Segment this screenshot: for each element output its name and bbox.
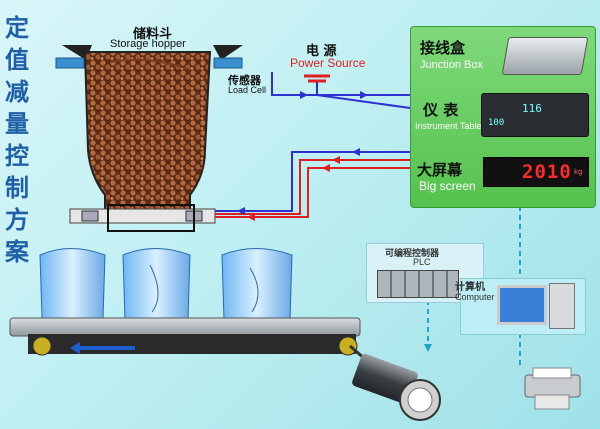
title-char: 制 bbox=[5, 173, 29, 202]
control-panel: 接线盒 Junction Box 仪 表 Instrument Table 11… bbox=[410, 26, 596, 208]
title-char: 案 bbox=[5, 237, 29, 266]
hopper-label-en: Storage hopper bbox=[110, 38, 186, 50]
load-cell-label-cn: 传感器 bbox=[228, 74, 261, 87]
plc-label-en: PLC bbox=[413, 257, 431, 267]
power-label-en: Power Source bbox=[290, 56, 366, 70]
storage-hopper bbox=[83, 51, 212, 216]
instrument-meter: 116 100 bbox=[481, 93, 589, 137]
computer-label-cn: 计算机 bbox=[455, 282, 485, 293]
plc-down-arrow bbox=[424, 344, 432, 352]
instrument-label-cn: 仪 表 bbox=[423, 101, 459, 119]
hopper-label-cn: 储料斗 bbox=[133, 27, 173, 42]
wire-red-main bbox=[215, 159, 410, 218]
wire-power bbox=[271, 72, 411, 109]
weigh-frame bbox=[69, 204, 216, 232]
computer-monitor bbox=[497, 285, 547, 325]
big-screen-unit: kg bbox=[574, 168, 583, 176]
meter-display-top: 116 bbox=[522, 102, 542, 115]
hopper-support-right bbox=[213, 45, 243, 69]
vertical-title: 定 值 减 量 控 制 方 案 bbox=[4, 12, 30, 268]
big-screen-label-cn: 大屏幕 bbox=[417, 161, 463, 179]
title-char: 减 bbox=[5, 77, 29, 106]
bag-2 bbox=[122, 248, 191, 324]
title-char: 值 bbox=[5, 45, 29, 74]
meter-display-bottom: 100 bbox=[488, 118, 505, 128]
drive-motor bbox=[349, 344, 441, 421]
bag-3 bbox=[221, 248, 293, 324]
plc-unit bbox=[377, 270, 459, 298]
instrument-label-en: Instrument Table bbox=[415, 121, 482, 131]
wire-arrows bbox=[237, 91, 368, 221]
bag-1 bbox=[39, 248, 106, 322]
title-char: 方 bbox=[5, 205, 29, 234]
title-char: 定 bbox=[5, 13, 29, 42]
plc-label-cn: 可编程控制器 bbox=[385, 249, 440, 259]
conveyor-belt bbox=[9, 317, 361, 356]
title-char: 控 bbox=[5, 141, 29, 170]
big-screen-display: 2010 kg bbox=[483, 157, 589, 187]
printer bbox=[524, 367, 581, 410]
computer-panel: 计算机 Computer bbox=[455, 278, 586, 335]
title-char: 量 bbox=[5, 109, 29, 138]
junction-box bbox=[501, 37, 589, 75]
computer-label-en: Computer bbox=[455, 292, 495, 302]
load-cell-label-en: Load Cell bbox=[228, 85, 267, 95]
power-label-cn: 电 源 bbox=[306, 44, 337, 59]
dashed-links bbox=[427, 206, 521, 365]
big-screen-label-en: Big screen bbox=[419, 179, 476, 193]
wire-blue-main bbox=[215, 151, 410, 212]
computer-tower bbox=[549, 283, 575, 329]
junction-box-label-en: Junction Box bbox=[420, 59, 483, 71]
grain-surface bbox=[109, 58, 191, 71]
power-symbol bbox=[304, 74, 330, 95]
big-screen-value: 2010 bbox=[522, 161, 572, 183]
junction-box-label-cn: 接线盒 bbox=[420, 39, 466, 57]
